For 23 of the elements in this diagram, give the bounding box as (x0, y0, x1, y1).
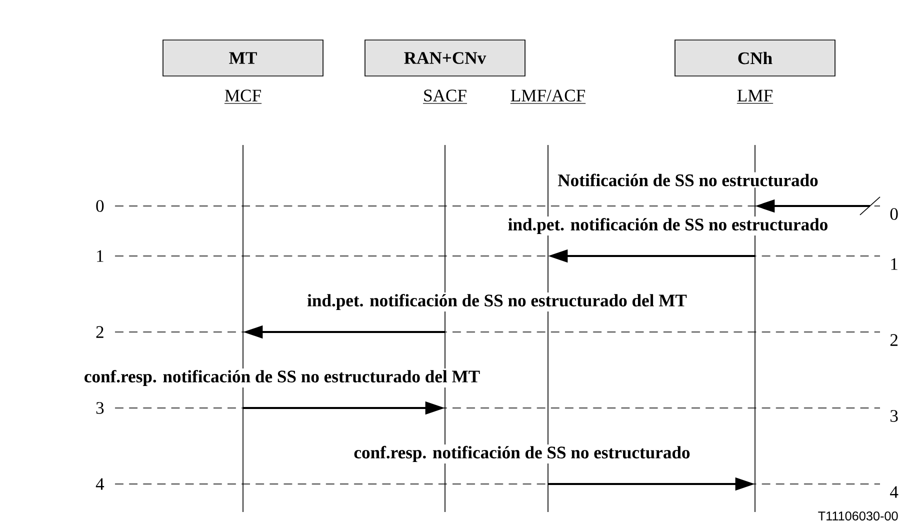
row-number: 0 (96, 200, 104, 212)
row-number: 2 (890, 334, 898, 346)
message-label: ind.pet. notificación de SS no estructurado (506, 216, 830, 236)
function-label: MCF (224, 90, 262, 104)
row-number: 4 (890, 486, 898, 498)
row-number: 0 (890, 208, 898, 220)
message-label: conf.resp. notificación de SS no estructurado (352, 444, 692, 464)
entity-box: CNh (674, 40, 836, 76)
row-number: 1 (97, 250, 104, 262)
message-label: ind.pet. notificación de SS no estructurado del MT (306, 292, 688, 312)
figure-code: T11106030-00 (818, 512, 898, 520)
row-number: 3 (890, 410, 898, 422)
entity-box: MT (162, 40, 324, 76)
entity-box: RAN+CNv (364, 40, 526, 76)
message-label: conf.resp. notificación de SS no estructurado del MT (82, 368, 482, 388)
row-number: 2 (96, 326, 104, 338)
row-number: 4 (96, 478, 104, 490)
row-number: 3 (96, 402, 104, 414)
function-label: LMF/ACF (510, 90, 586, 104)
function-label: LMF (736, 90, 774, 104)
row-number: 1 (891, 258, 898, 270)
message-label: Notificación de SS no estructurado (556, 172, 820, 188)
function-label: SACF (422, 90, 468, 104)
